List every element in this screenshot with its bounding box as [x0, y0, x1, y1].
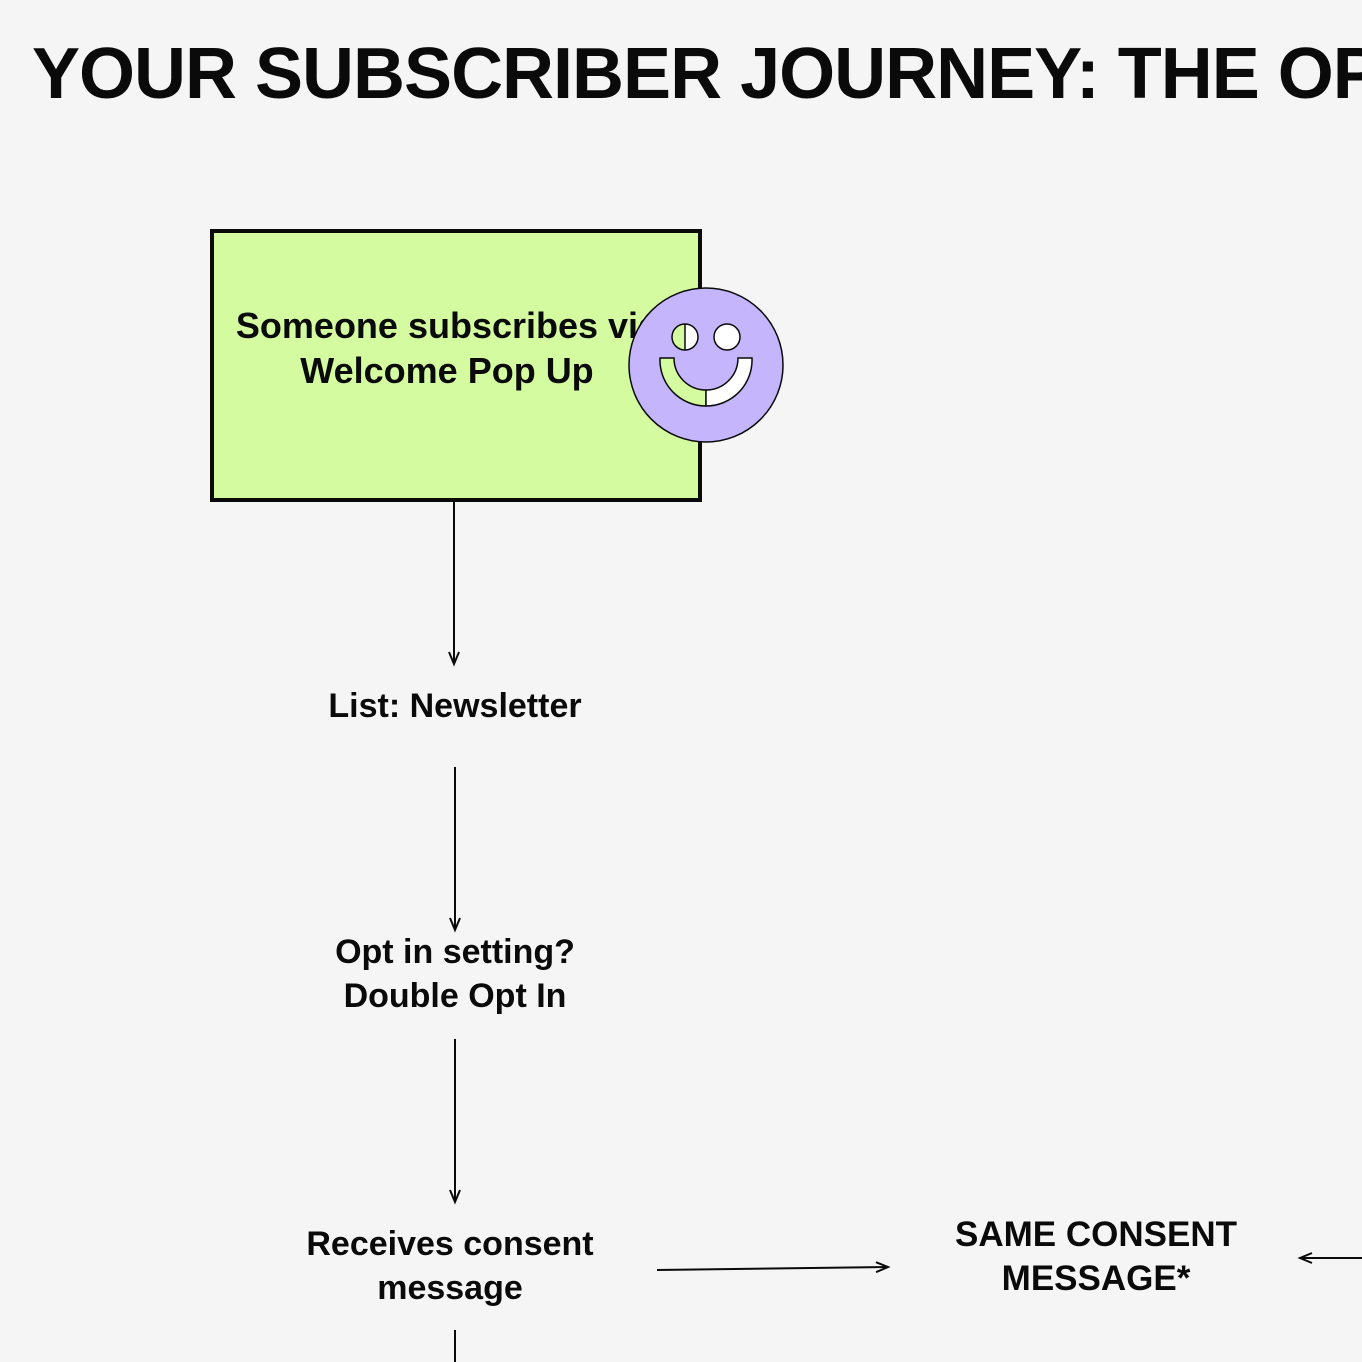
arrow-consent-to-same-consent	[656, 1261, 891, 1274]
opt-in-value: Double Opt In	[343, 977, 567, 1015]
page-title: YOUR SUBSCRIBER JOURNEY: THE OP	[32, 34, 1362, 114]
consent-message-node: Receives consent message	[306, 1225, 594, 1307]
start-node-box: Someone subscribes via Welcome Pop Up	[210, 229, 702, 502]
list-newsletter-node: List: Newsletter	[328, 687, 582, 725]
start-node-text: Someone subscribes via Welcome Pop Up	[235, 305, 659, 391]
smiley-face-icon	[628, 287, 784, 443]
opt-in-question: Opt in setting?	[335, 933, 575, 971]
opt-in-setting-node: Opt in setting? Double Opt In	[255, 930, 655, 1018]
same-consent-message-node: SAME CONSENT MESSAGE*	[955, 1215, 1237, 1298]
